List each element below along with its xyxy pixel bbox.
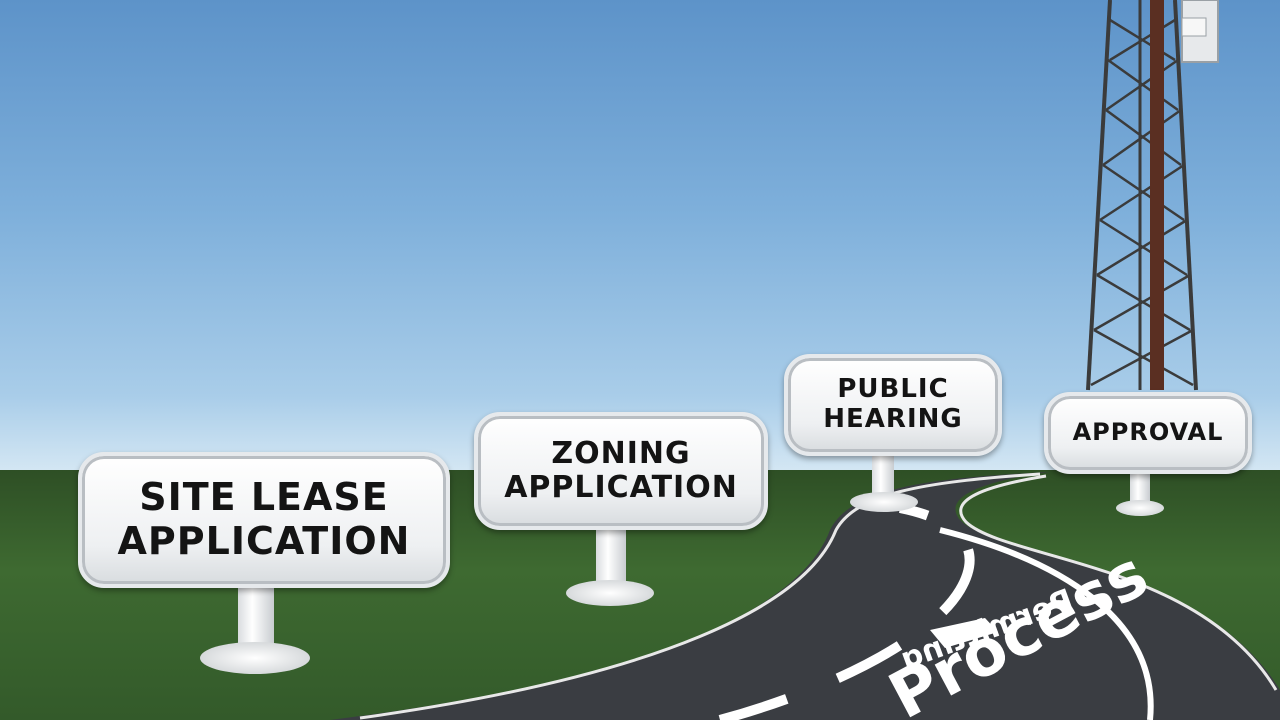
sign-public-hearing: PUBLIC HEARING — [784, 354, 1002, 456]
sign-base-public-hearing — [850, 492, 918, 512]
cell-tower — [1086, 0, 1198, 391]
sign-post-zoning — [596, 522, 626, 588]
sign-label: ZONING APPLICATION — [504, 435, 738, 505]
sign-label: APPROVAL — [1072, 418, 1224, 447]
road-lane-curve — [939, 527, 1154, 720]
sign-zoning-application: ZONING APPLICATION — [474, 412, 768, 530]
sign-post-approval — [1130, 466, 1150, 508]
sign-post-public-hearing — [872, 448, 894, 500]
road-arrow-marking — [930, 618, 998, 648]
sign-base-site-lease — [200, 642, 310, 674]
sign-approval: APPROVAL — [1044, 392, 1252, 474]
sign-base-zoning — [566, 580, 654, 606]
tower-antenna-box — [1181, 17, 1207, 37]
sign-label: SITE LEASE APPLICATION — [117, 475, 411, 563]
sign-post-site-lease — [238, 580, 274, 652]
road-edge-right — [959, 474, 1278, 691]
sign-label: PUBLIC HEARING — [823, 374, 963, 434]
road-edge-left — [359, 472, 1041, 720]
sign-site-lease-application: SITE LEASE APPLICATION — [78, 452, 450, 588]
road-center-line — [718, 503, 975, 720]
road — [330, 472, 1280, 720]
sign-base-approval — [1116, 500, 1164, 516]
